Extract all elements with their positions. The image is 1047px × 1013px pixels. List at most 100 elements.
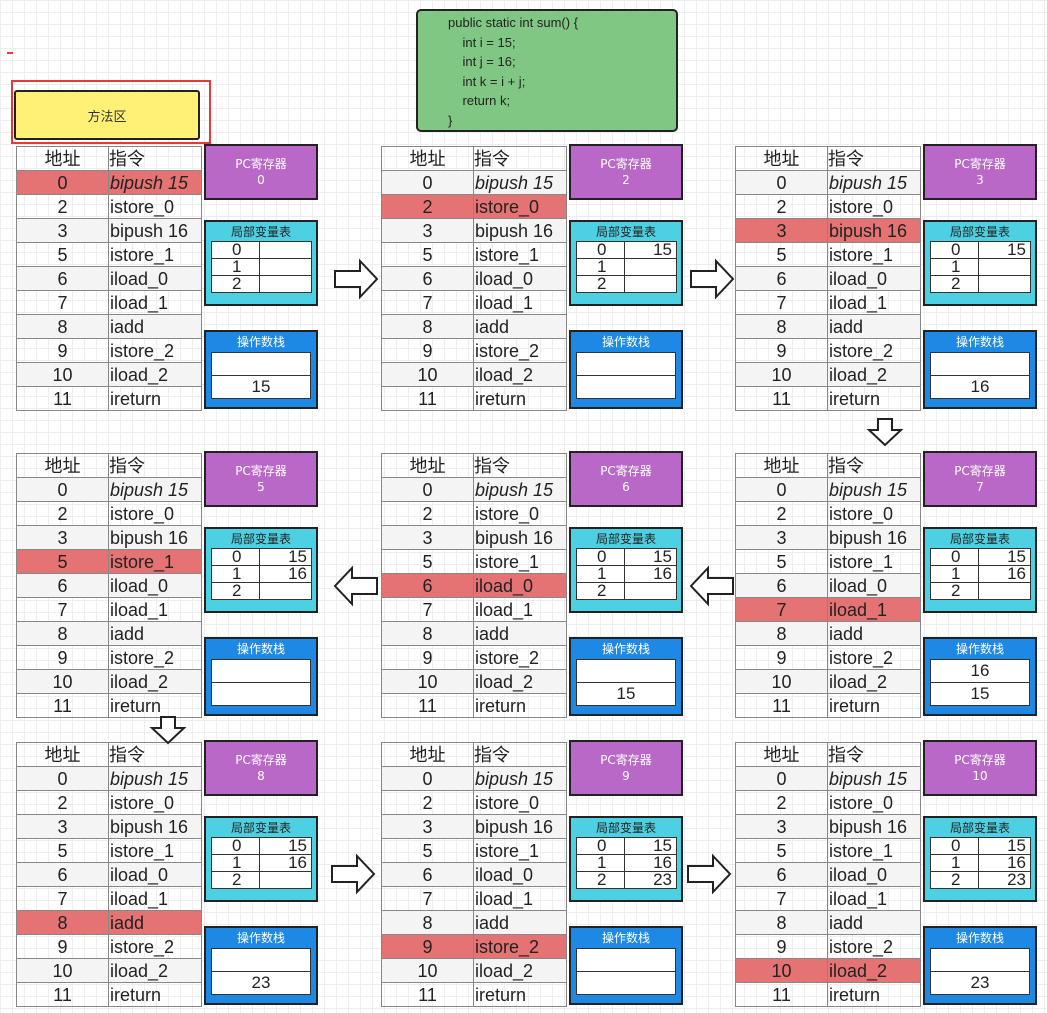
operand-stack-slot xyxy=(576,352,676,376)
local-slot-index: 0 xyxy=(930,837,979,855)
instr-header: 指令 xyxy=(827,453,921,478)
addr-cell: 11 xyxy=(735,693,828,718)
operand-stack-slot xyxy=(211,948,311,972)
addr-cell: 0 xyxy=(735,477,828,502)
local-variable-title: 局部变量表 xyxy=(949,821,1010,835)
local-slot-value: 16 xyxy=(624,854,677,872)
addr-header: 地址 xyxy=(16,453,109,478)
local-slot-value: 15 xyxy=(259,548,312,566)
local-slot-index: 2 xyxy=(930,275,979,293)
addr-cell: 7 xyxy=(735,886,828,911)
instr-cell: ireturn xyxy=(108,982,202,1007)
addr-cell: 10 xyxy=(16,669,109,694)
addr-header: 地址 xyxy=(735,146,828,171)
instr-cell: istore_2 xyxy=(108,645,202,670)
local-slot-index: 2 xyxy=(576,275,625,293)
addr-cell: 8 xyxy=(735,621,828,646)
operand-stack-slots: 16 xyxy=(930,352,1030,399)
instr-cell: bipush 16 xyxy=(108,814,202,839)
addr-cell: 8 xyxy=(735,910,828,935)
instr-cell: bipush 15 xyxy=(473,170,567,195)
addr-cell: 6 xyxy=(381,266,474,291)
instr-cell: ireturn xyxy=(473,386,567,411)
addr-cell: 11 xyxy=(735,386,828,411)
instr-cell: bipush 16 xyxy=(108,525,202,550)
local-slot-value: 15 xyxy=(978,837,1031,855)
table-header-row: 地址指令 xyxy=(735,146,921,171)
operand-stack-slot: 15 xyxy=(576,682,676,706)
local-slot-index: 0 xyxy=(211,241,260,259)
pc-register-value: 8 xyxy=(257,769,265,783)
addr-cell: 9 xyxy=(381,645,474,670)
addr-cell: 2 xyxy=(16,501,109,526)
addr-cell: 3 xyxy=(16,218,109,243)
local-slot-value: 16 xyxy=(259,854,312,872)
table-header-row: 地址指令 xyxy=(16,742,202,767)
addr-cell: 0 xyxy=(381,766,474,791)
operand-stack-title: 操作数栈 xyxy=(955,335,1004,349)
addr-cell: 8 xyxy=(381,314,474,339)
addr-cell: 3 xyxy=(735,814,828,839)
operand-stack-slot xyxy=(930,352,1030,376)
local-variable-row: 2 xyxy=(211,871,312,889)
local-slot-value: 15 xyxy=(624,548,677,566)
local-slot-value xyxy=(978,258,1031,276)
local-variable-title: 局部变量表 xyxy=(230,821,291,835)
instr-cell: istore_0 xyxy=(827,790,921,815)
instr-cell: iload_2 xyxy=(473,958,567,983)
addr-cell: 8 xyxy=(16,910,109,935)
method-area-highlight-frame xyxy=(11,80,211,144)
operand-stack-row xyxy=(930,352,1030,376)
local-slot-index: 0 xyxy=(576,837,625,855)
instr-cell: istore_1 xyxy=(473,242,567,267)
arrow-right-icon xyxy=(690,258,735,300)
instr-cell: iload_1 xyxy=(827,290,921,315)
local-variable-row: 1 xyxy=(576,258,677,276)
local-slot-value: 23 xyxy=(624,871,677,889)
local-slot-value xyxy=(259,871,312,889)
instr-cell: iload_0 xyxy=(473,573,567,598)
addr-header: 地址 xyxy=(16,146,109,171)
local-slot-index: 2 xyxy=(576,871,625,889)
addr-cell: 5 xyxy=(381,242,474,267)
instr-header: 指令 xyxy=(473,742,567,767)
operand-stack-row xyxy=(211,659,311,683)
instr-cell: iload_2 xyxy=(108,669,202,694)
addr-cell: 11 xyxy=(16,386,109,411)
operand-stack-row xyxy=(576,375,676,399)
instr-cell: iadd xyxy=(827,621,921,646)
addr-cell: 10 xyxy=(16,362,109,387)
addr-cell: 9 xyxy=(381,934,474,959)
local-variable-row: 1 xyxy=(211,258,312,276)
instr-cell: bipush 15 xyxy=(473,766,567,791)
instr-header: 指令 xyxy=(473,453,567,478)
operand-stack-slots xyxy=(576,948,676,995)
instr-cell: istore_0 xyxy=(473,194,567,219)
addr-header: 地址 xyxy=(735,453,828,478)
